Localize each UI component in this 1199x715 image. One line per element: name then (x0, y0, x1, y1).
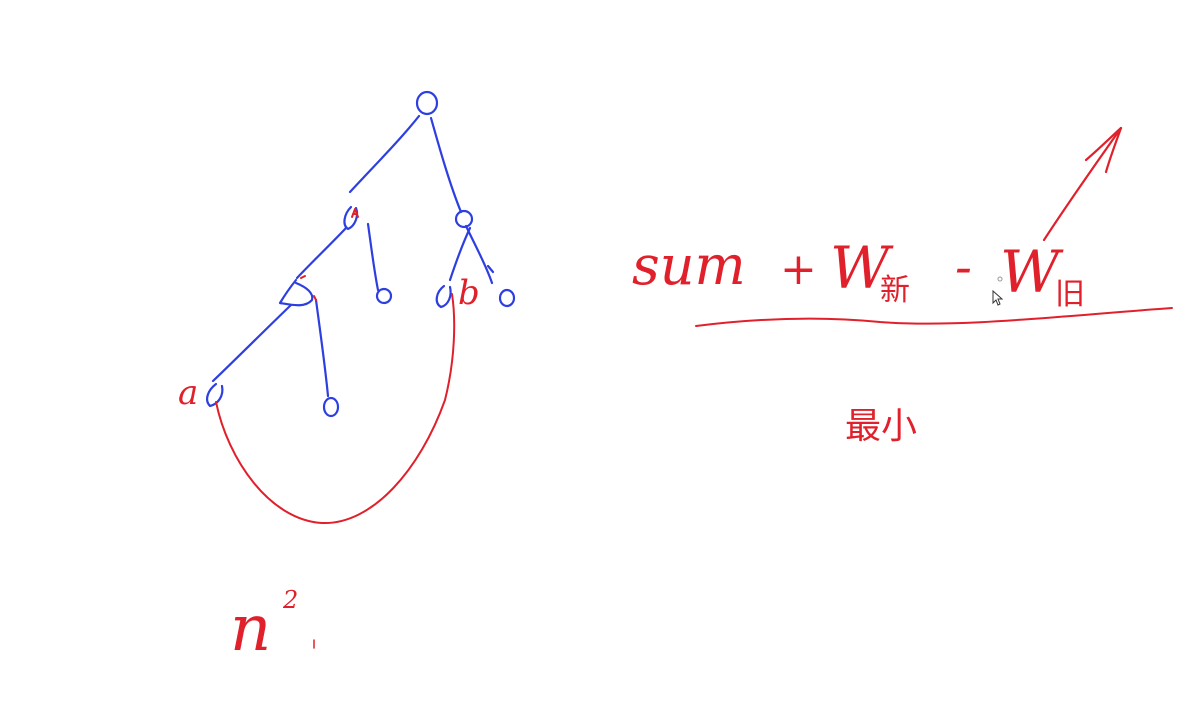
tree-edge (366, 222, 380, 292)
formula-minus: - (955, 238, 972, 296)
tree-leaf-node (435, 284, 452, 309)
tree-edge (314, 298, 330, 398)
tree-edge (464, 224, 494, 285)
tree-node-a (206, 382, 224, 408)
complexity-exponent: 2 (282, 586, 298, 614)
red-marker (300, 275, 306, 279)
label-a: a (178, 373, 198, 413)
red-marker (351, 208, 359, 218)
formula-sum: sum (632, 234, 746, 297)
formula-w-old: W (1000, 238, 1064, 306)
formula-below-text: 最小 (845, 406, 917, 447)
red-marker (313, 295, 317, 301)
tree-diagram (206, 90, 516, 418)
formula-w-new: W (830, 234, 894, 302)
complexity-n: n (230, 592, 271, 666)
formula-underline (695, 307, 1173, 327)
label-b: b (458, 273, 480, 313)
mouse-pointer-icon (992, 289, 1004, 306)
tree-edge (348, 114, 421, 194)
arrow-up-right-icon (1042, 126, 1123, 242)
cursor-dot (997, 276, 1003, 282)
connecting-curve (215, 293, 456, 525)
tree-node (454, 209, 474, 229)
tree-root-node (415, 90, 439, 116)
formula-w-new-subscript: 新 (880, 273, 910, 308)
formula-plus: + (780, 244, 817, 295)
complexity-label: n 2 (230, 586, 315, 666)
tree-edge (429, 116, 463, 214)
tree-node (278, 278, 314, 307)
formula: sum + W 新 - W 旧 最小 (632, 234, 1173, 447)
tree-leaf-node (322, 396, 340, 418)
tree-edge (295, 226, 348, 280)
tree-leaf-node (375, 287, 393, 305)
tree-edge (486, 264, 495, 274)
formula-w-old-subscript: 旧 (1055, 277, 1085, 312)
tree-annotations (215, 208, 456, 525)
tree-edge (211, 303, 293, 383)
tree-leaf-node (498, 288, 516, 308)
